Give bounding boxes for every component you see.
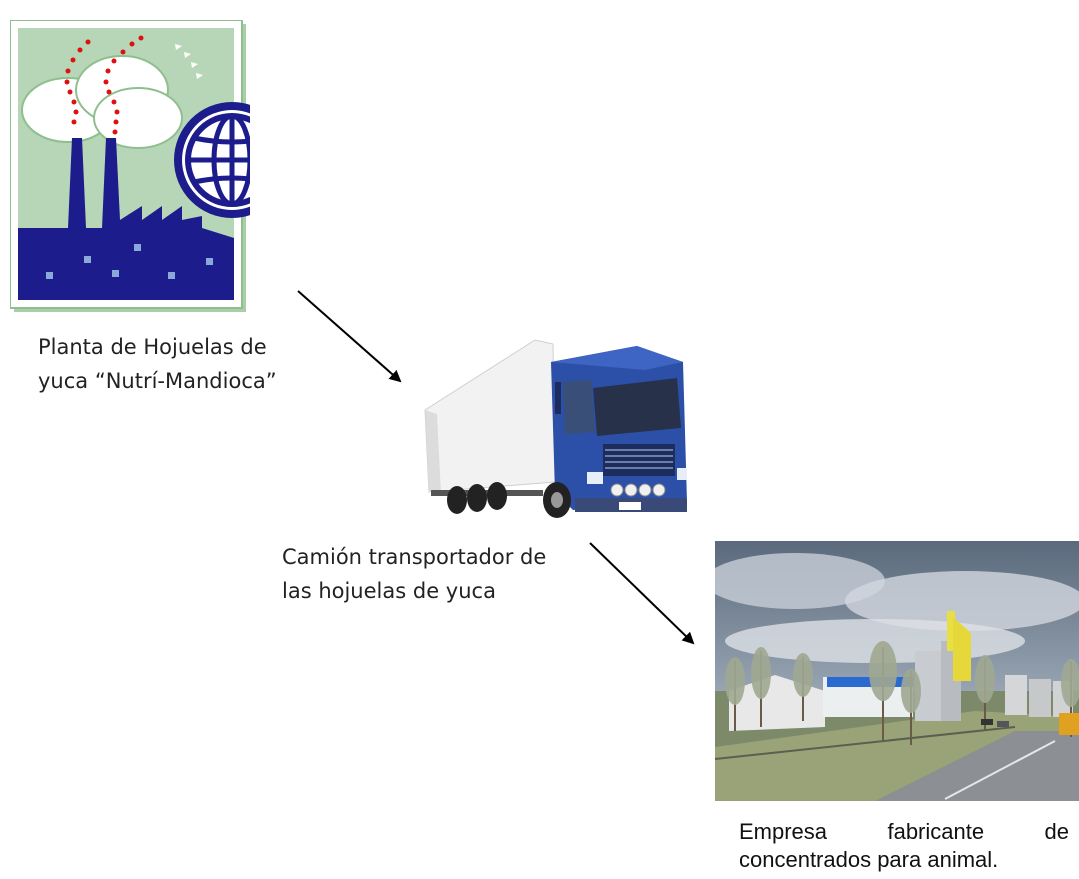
factory-caption-word-1: Empresa (739, 819, 828, 844)
truck-caption-line-1: Camión transportador de (282, 545, 547, 569)
factory-caption-word-3: de (1044, 819, 1069, 844)
truck-caption: Camión transportador de las hojuelas de … (282, 540, 546, 608)
truck-caption-line-2: las hojuelas de yuca (282, 579, 496, 603)
factory-caption: Empresa fabricante de concentrados para … (739, 818, 1069, 874)
factory-caption-line-2: concentrados para animal. (739, 847, 999, 872)
feed-factory-photo (715, 541, 1079, 801)
truck-illustration (415, 322, 705, 528)
arrow-plant-to-truck (297, 290, 402, 383)
factory-caption-word-2: fabricante (887, 819, 985, 844)
factory-caption-line-1: Empresa fabricante de (739, 818, 1069, 846)
plant-caption-line-1: Planta de Hojuelas de (38, 335, 267, 359)
plant-illustration (10, 20, 250, 316)
plant-caption-line-2: yuca “Nutrí-Mandioca” (38, 369, 277, 393)
arrow-truck-to-factory (589, 542, 695, 645)
plant-caption: Planta de Hojuelas de yuca “Nutrí-Mandio… (38, 330, 277, 398)
